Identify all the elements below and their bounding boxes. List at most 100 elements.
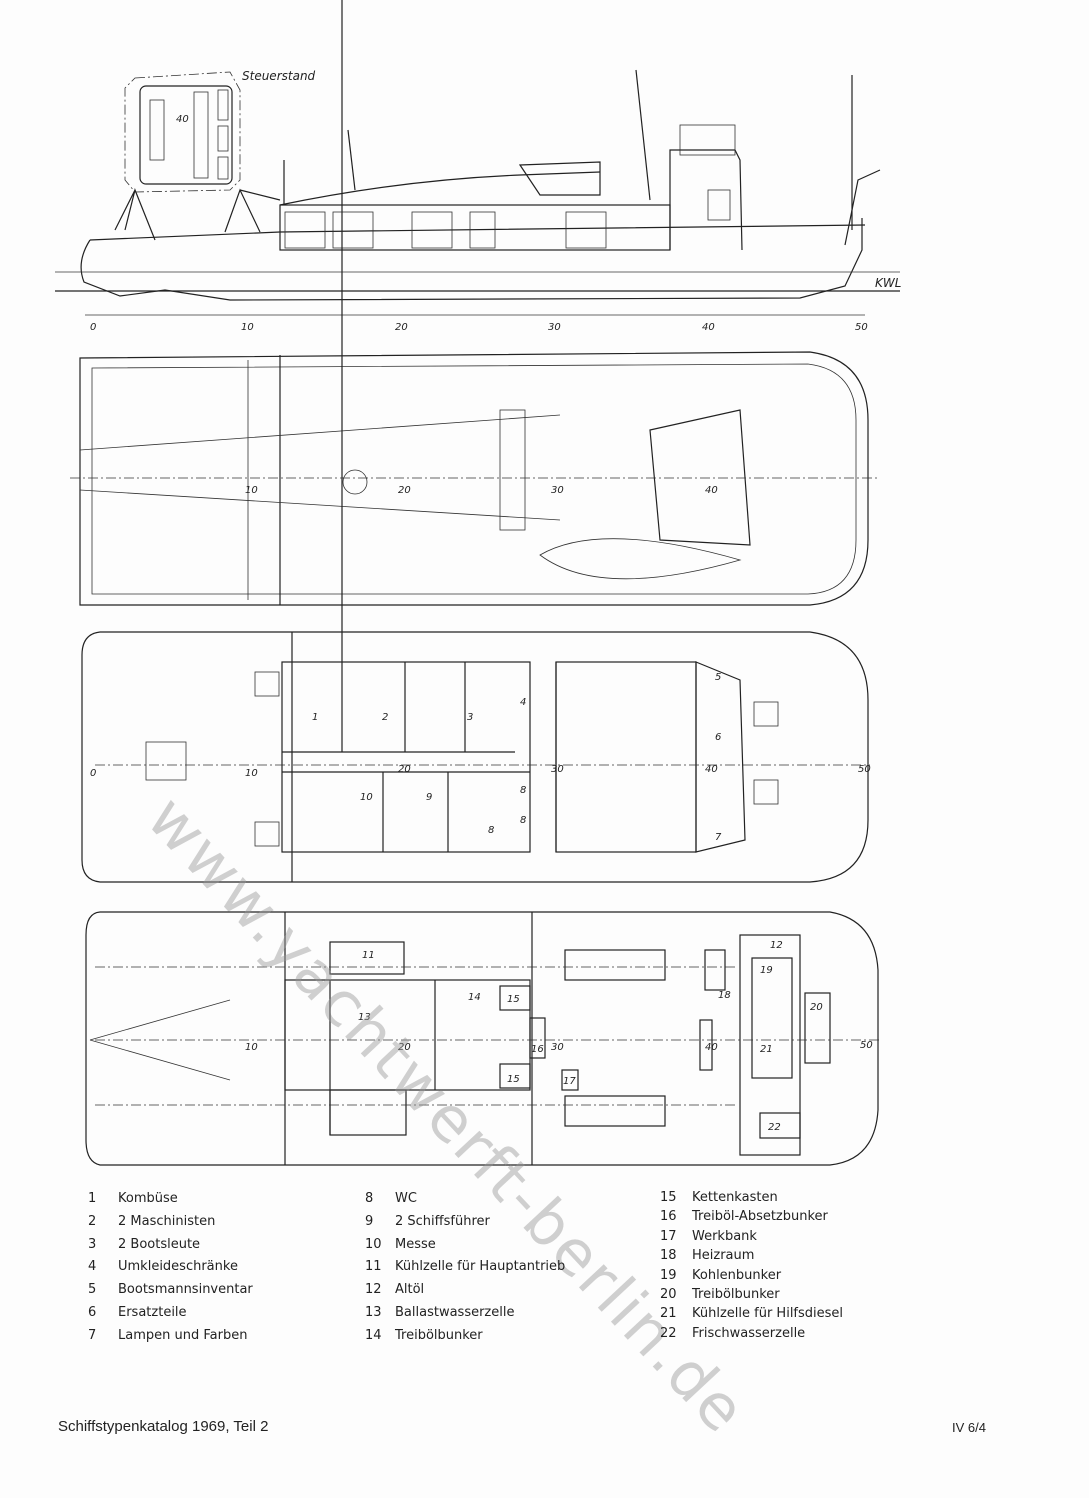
legend-column-2: 8 WC 9 2 Schiffsführer 10 Messe 11 Kühlzelle…: [365, 1188, 565, 1348]
steuerstand-inset: Steuerstand 40: [124, 69, 316, 193]
frame-number: 30: [551, 1042, 564, 1053]
room-number: 21: [760, 1044, 773, 1055]
legend-number: 13: [365, 1304, 382, 1320]
legend-text: Heizraum: [692, 1248, 755, 1264]
legend-number: 20: [660, 1287, 677, 1303]
frame-number: 10: [241, 322, 254, 333]
catalog-title: Schiffstypenkatalog 1969, Teil 2: [58, 1418, 269, 1435]
legend-item: 5 Bootsmannsinventar: [88, 1279, 253, 1302]
legend-item: 11 Kühlzelle für Hauptantrieb: [365, 1256, 565, 1279]
legend-item: 3 2 Bootsleute: [88, 1234, 253, 1257]
legend-number: 5: [88, 1282, 97, 1298]
legend-number: 14: [365, 1327, 382, 1343]
legend-text: 2 Schiffsführer: [395, 1213, 490, 1229]
room-number: 15: [507, 994, 520, 1005]
legend-text: Frischwasserzelle: [692, 1325, 806, 1341]
legend-number: 21: [660, 1306, 677, 1322]
inset-number: 40: [176, 114, 189, 125]
legend-text: Treibölbunker: [692, 1287, 780, 1303]
legend-text: Kettenkasten: [692, 1190, 778, 1205]
legend-item: 8 WC: [365, 1188, 565, 1211]
legend-item: 19 Kohlenbunker: [660, 1266, 843, 1285]
room-number: 10: [360, 792, 373, 803]
legend-text: Messe: [395, 1236, 436, 1252]
room-number: 14: [468, 992, 481, 1003]
room-number: 1: [312, 712, 318, 723]
legend-text: Kühlzelle für Hauptantrieb: [395, 1259, 566, 1275]
legend-number: 11: [365, 1259, 382, 1275]
main-deck-plan: 10 20 30 40: [70, 351, 880, 606]
room-number: 17: [563, 1076, 576, 1087]
legend-text: Ballastwasserzelle: [395, 1304, 515, 1320]
room-number: 8: [520, 815, 526, 826]
legend-number: 8: [365, 1191, 374, 1206]
kwl-label: KWL: [875, 276, 901, 290]
legend-number: 9: [365, 1213, 374, 1229]
room-number: 9: [426, 792, 432, 803]
frame-number: 30: [551, 764, 564, 775]
legend-item: 7 Lampen und Farben: [88, 1325, 253, 1348]
legend-item: 13 Ballastwasserzelle: [365, 1302, 565, 1325]
frame-number: 40: [705, 485, 718, 496]
legend-text: 2 Maschinisten: [118, 1213, 216, 1229]
legend-number: 16: [660, 1209, 677, 1225]
room-number: 15: [507, 1074, 520, 1085]
room-number: 5: [715, 672, 721, 683]
legend-item: 4 Umkleideschränke: [88, 1256, 253, 1279]
legend-number: 3: [88, 1236, 97, 1252]
legend-item: 9 2 Schiffsführer: [365, 1211, 565, 1234]
frame-number: 40: [702, 322, 715, 333]
page-number: IV 6/4: [952, 1420, 986, 1435]
frame-number: 50: [860, 1040, 873, 1051]
room-number: 20: [810, 1002, 823, 1013]
legend-text: Kombüse: [118, 1191, 178, 1206]
frame-number: 10: [245, 1042, 258, 1053]
frame-number: 50: [855, 322, 868, 333]
room-number: 2: [382, 712, 388, 723]
room-number: 4: [520, 697, 526, 708]
room-number: 12: [770, 940, 783, 951]
legend-number: 12: [365, 1282, 382, 1298]
room-number: 8: [520, 785, 526, 796]
accommodation-deck-plan: 0 10 20 30 40 50 1 2 3 4 5 6 7 8 8 8 9 1…: [81, 0, 871, 883]
legend-text: WC: [395, 1191, 417, 1206]
room-number: 18: [718, 990, 731, 1001]
frame-number: 50: [858, 764, 871, 775]
legend-text: Kohlenbunker: [692, 1267, 782, 1283]
legend-number: 19: [660, 1267, 677, 1283]
frame-number: 20: [398, 764, 411, 775]
legend-number: 7: [88, 1327, 97, 1343]
frame-number: 30: [551, 485, 564, 496]
legend-item: 2 2 Maschinisten: [88, 1211, 253, 1234]
legend-text: Umkleideschränke: [118, 1259, 238, 1275]
legend-text: Bootsmannsinventar: [118, 1282, 253, 1298]
room-number: 6: [715, 732, 721, 743]
legend-number: 10: [365, 1236, 382, 1252]
legend-number: 2: [88, 1213, 97, 1229]
room-number: 7: [715, 832, 722, 843]
room-number: 22: [768, 1122, 781, 1133]
frame-number: 0: [90, 768, 96, 779]
legend-text: 2 Bootsleute: [118, 1236, 201, 1252]
frame-number: 10: [245, 768, 258, 779]
legend-number: 17: [660, 1228, 677, 1244]
legend-item: 18 Heizraum: [660, 1246, 843, 1265]
room-number: 8: [488, 825, 494, 836]
frame-number: 40: [705, 764, 718, 775]
room-number: 16: [531, 1044, 544, 1055]
legend-item: 15 Kettenkasten: [660, 1188, 843, 1207]
legend-text: Altöl: [395, 1282, 425, 1298]
legend-number: 15: [660, 1190, 677, 1205]
legend-number: 6: [88, 1304, 97, 1320]
legend-text: Lampen und Farben: [118, 1327, 248, 1343]
hold-deck-plan: 10 20 30 40 50 11 12 13 14 15 15 16 17 1…: [85, 911, 880, 1166]
legend-number: 18: [660, 1248, 677, 1264]
legend-number: 4: [88, 1259, 97, 1275]
